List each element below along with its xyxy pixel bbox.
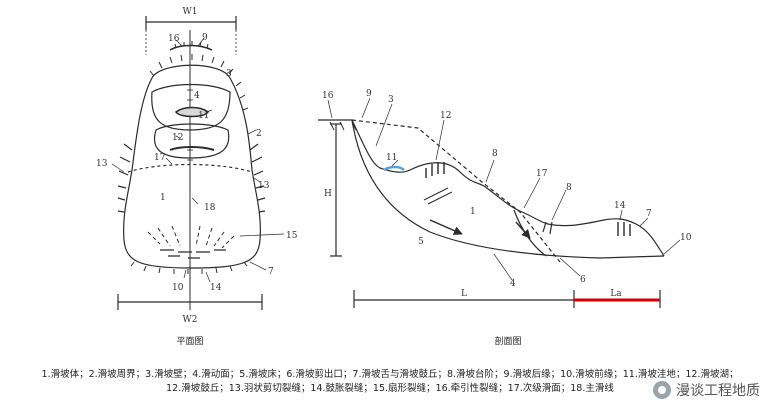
landslide-lake <box>174 106 210 118</box>
plan-label-2: 2 <box>256 129 262 139</box>
section-label-5: 5 <box>418 237 424 247</box>
section-labels: 16 9 3 12 11 8 17 8 1 14 7 10 5 4 6 H L … <box>322 89 692 347</box>
plan-label-4: 4 <box>194 91 200 101</box>
section-label-6: 6 <box>580 275 586 285</box>
bulge-cracks <box>160 249 226 259</box>
h-dimension <box>330 123 342 257</box>
l-label: L <box>461 289 467 299</box>
plan-label-13-right: 13 <box>258 181 270 191</box>
w2-label: W2 <box>183 315 198 325</box>
plan-label-18: 18 <box>204 203 216 213</box>
section-label-12: 12 <box>440 111 451 121</box>
watermark: 漫谈工程地质 <box>647 378 766 402</box>
plan-view <box>111 16 285 310</box>
section-label-9: 9 <box>366 89 372 99</box>
secondary-slide-dashed <box>127 163 253 173</box>
w1-dimension <box>145 16 237 55</box>
h-label: H <box>324 189 332 199</box>
plan-label-14: 14 <box>210 283 222 293</box>
section-label-8-lower: 8 <box>566 183 572 193</box>
upper-block <box>151 83 231 131</box>
tension-cracks <box>169 44 213 51</box>
plan-label-10: 10 <box>172 283 184 293</box>
feather-cracks-left <box>117 143 133 213</box>
plan-labels: W1 16 9 3 4 11 2 12 13 17 13 1 18 15 7 1… <box>96 7 298 347</box>
plan-label-3: 3 <box>226 69 232 79</box>
w1-label: W1 <box>183 7 198 17</box>
section-view <box>318 97 681 308</box>
plan-label-11: 11 <box>198 111 209 121</box>
plan-label-9: 9 <box>202 33 208 43</box>
section-label-1: 1 <box>470 207 476 217</box>
plan-label-16: 16 <box>168 34 180 44</box>
la-label: La <box>610 289 622 299</box>
section-lake <box>383 165 405 172</box>
plan-label-12: 12 <box>172 133 183 143</box>
plan-label-17: 17 <box>154 153 166 163</box>
section-label-11: 11 <box>386 153 397 163</box>
wechat-logo-icon <box>653 381 671 399</box>
section-label-10: 10 <box>680 233 692 243</box>
feather-cracks-right <box>249 143 266 213</box>
section-label-7: 7 <box>646 209 652 219</box>
original-slope-dashed <box>351 119 561 263</box>
section-label-3: 3 <box>388 95 394 105</box>
toe-hatch <box>130 261 248 274</box>
section-label-8-upper: 8 <box>492 149 498 159</box>
fan-cracks <box>147 225 235 249</box>
section-label-17: 17 <box>536 169 548 179</box>
plan-label-13-left: 13 <box>96 159 108 169</box>
secondary-slide-surface <box>513 209 547 257</box>
section-caption: 剖面图 <box>494 335 521 347</box>
main-scarp-hatch <box>149 54 249 111</box>
section-label-16: 16 <box>322 91 334 101</box>
plan-caption: 平面图 <box>176 336 203 347</box>
landslide-boundary <box>123 64 261 269</box>
plan-label-1: 1 <box>160 193 166 203</box>
legend-line-2: 12.滑坡鼓丘；13.羽状剪切裂缝；14.鼓胀裂缝；15.扇形裂缝；16.牵引性… <box>166 383 614 394</box>
watermark-text: 漫谈工程地质 <box>676 383 760 399</box>
main-line-ticks <box>187 89 193 161</box>
legend-line-1: 1.滑坡体；2.滑坡周界；3.滑坡壁；4.滑动面；5.滑坡床；6.滑坡剪出口；7… <box>41 369 739 380</box>
section-label-4: 4 <box>510 279 516 289</box>
w2-dimension <box>117 294 263 310</box>
plan-label-15: 15 <box>286 231 298 241</box>
ground-surface <box>318 119 665 257</box>
bulge-block <box>153 123 230 159</box>
section-label-14: 14 <box>614 201 626 211</box>
sliding-surface <box>351 119 665 259</box>
plan-label-7: 7 <box>268 267 274 277</box>
